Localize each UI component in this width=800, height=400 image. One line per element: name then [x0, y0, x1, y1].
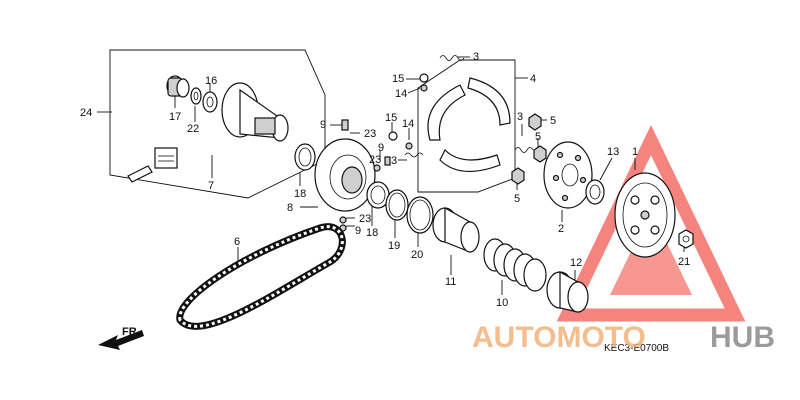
callout-18a: 18	[294, 188, 306, 200]
drive-face-7	[221, 82, 289, 142]
driven-face-8	[314, 138, 376, 212]
clutch-outer-1	[614, 172, 676, 258]
spring-10	[483, 238, 547, 292]
front-direction-arrow	[98, 330, 144, 350]
callout-23c: 23	[369, 154, 381, 166]
callout-15a: 15	[392, 73, 404, 85]
triangle-outer	[556, 124, 746, 322]
nut-21	[678, 229, 694, 249]
grease-tube	[127, 147, 178, 183]
callout-1: 1	[632, 146, 638, 158]
bolt-9a	[341, 119, 349, 131]
callout-3a: 3	[473, 51, 479, 63]
callout-20: 20	[411, 249, 423, 261]
callout-2: 2	[558, 223, 564, 235]
callout-15b: 15	[385, 112, 397, 124]
callout-24: 24	[80, 107, 92, 119]
callout-21: 21	[678, 256, 690, 268]
callout-18b: 18	[366, 227, 378, 239]
callout-10: 10	[496, 297, 508, 309]
callout-16: 16	[205, 75, 217, 87]
oring-19	[385, 189, 409, 221]
callout-14b: 14	[402, 118, 414, 130]
callout-5b: 5	[535, 131, 541, 143]
direction-label: FR.	[122, 326, 140, 338]
diagram-code: KEC3-E0700B	[604, 343, 669, 354]
callout-7: 7	[208, 180, 214, 192]
callout-11: 11	[445, 276, 456, 288]
washer-13	[585, 179, 605, 205]
callout-23b: 23	[359, 213, 371, 225]
callout-9b: 9	[355, 225, 361, 237]
small-parts-14-15	[384, 73, 429, 166]
collar-11	[432, 206, 480, 253]
oil-seal-16	[202, 91, 218, 113]
callout-3b: 3	[391, 155, 397, 167]
oring-18a	[294, 143, 316, 171]
callout-19: 19	[388, 240, 400, 252]
callout-23a: 23	[364, 128, 376, 140]
oring-20	[406, 196, 434, 234]
spring-3	[439, 55, 534, 153]
callout-5a: 5	[550, 115, 556, 127]
callout-labels: 24 17 22 16 7 9 23 18 8 23 9 18 15 14 15…	[80, 51, 690, 354]
bearing-17	[166, 75, 190, 98]
callout-17: 17	[169, 111, 181, 123]
callout-9c: 9	[378, 142, 384, 154]
watermark-part1: AUTOMOTO	[472, 321, 646, 354]
watermark-text: AUTOMOTO HUB	[472, 321, 775, 354]
drive-belt-6	[176, 223, 346, 330]
watermark-part2: HUB	[710, 321, 775, 354]
callout-22: 22	[187, 123, 199, 135]
collar-12	[546, 270, 589, 313]
callout-14a: 14	[395, 88, 407, 100]
callout-5c: 5	[514, 193, 520, 205]
washer-22	[190, 87, 202, 105]
callout-12: 12	[570, 257, 582, 269]
drive-plate-2	[543, 141, 593, 209]
callout-8: 8	[287, 202, 293, 214]
clutch-shoes-4	[427, 77, 511, 173]
callout-4: 4	[530, 73, 536, 85]
callout-13: 13	[607, 146, 619, 158]
callout-6: 6	[234, 236, 240, 248]
callout-9a: 9	[320, 119, 326, 131]
callout-3c: 3	[517, 111, 523, 123]
nuts-5	[511, 113, 547, 185]
